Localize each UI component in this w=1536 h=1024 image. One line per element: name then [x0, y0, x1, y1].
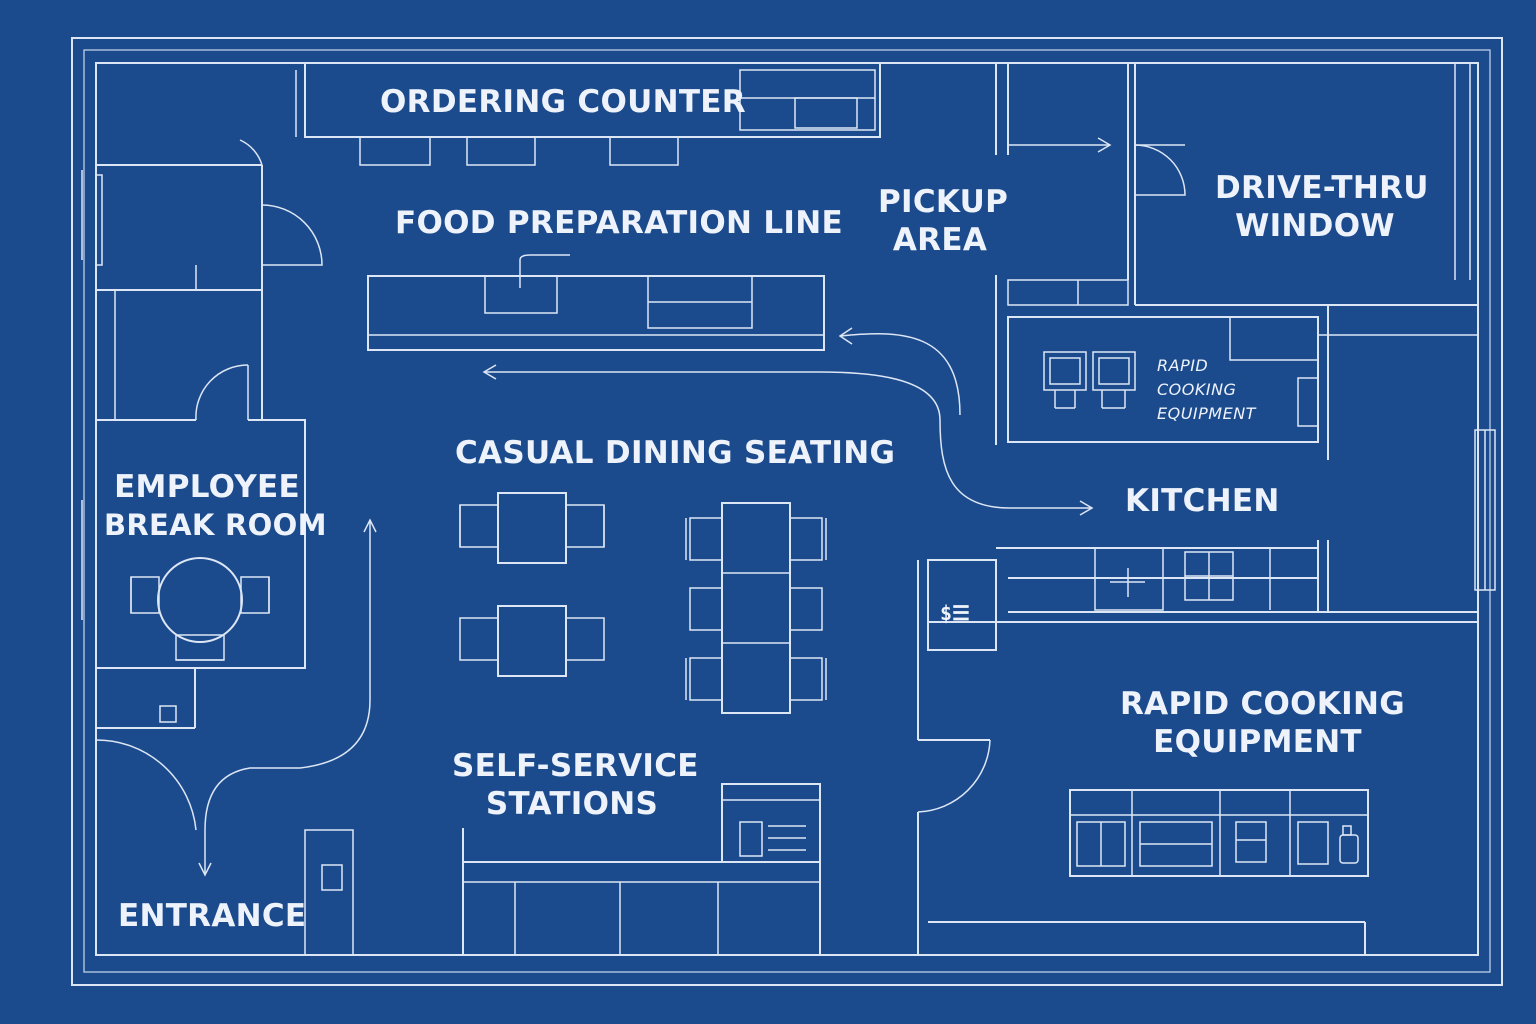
pickup-area-label: PICKUP AREA — [878, 183, 1009, 259]
rapid-small-line2: COOKING — [1157, 380, 1237, 399]
entrance-label: ENTRANCE — [118, 898, 307, 934]
self-service-stations-label: SELF-SERVICE STATIONS — [452, 747, 699, 823]
table-icon — [459, 492, 827, 714]
rapid-cooking-small-label: RAPID COOKING EQUIPMENT — [1157, 354, 1256, 426]
menu-sign-icon: $☰ — [940, 601, 970, 625]
kitchen-counter — [996, 540, 1478, 613]
drive-thru-line1: DRIVE-THRU — [1215, 170, 1429, 206]
break-room-line1: EMPLOYEE — [114, 469, 300, 505]
pickup-label-line2: AREA — [892, 222, 988, 258]
pickup-label-line1: PICKUP — [878, 184, 1009, 220]
self-service-line2: STATIONS — [485, 786, 659, 822]
kitchen-label: KITCHEN — [1125, 483, 1280, 519]
drive-thru-window-label: DRIVE-THRU WINDOW — [1215, 169, 1429, 245]
casual-dining-label: CASUAL DINING SEATING — [455, 435, 896, 471]
ordering-counter-label: ORDERING COUNTER — [380, 84, 746, 120]
break-room-line2: BREAK ROOM — [104, 508, 327, 542]
drive-thru-line2: WINDOW — [1235, 208, 1395, 244]
register-area — [917, 559, 1478, 955]
left-upper-rooms — [81, 139, 323, 669]
rapid-large-line2: EQUIPMENT — [1153, 724, 1362, 760]
pickup-drivethru-walls — [995, 63, 1478, 445]
rapid-cooking-large-label: RAPID COOKING EQUIPMENT — [1120, 685, 1405, 761]
flow-arrow-icon — [198, 137, 1112, 877]
rapid-small-line3: EQUIPMENT — [1157, 404, 1256, 423]
ordering-counter-outline — [295, 63, 881, 166]
outer-border — [71, 37, 1503, 986]
food-prep-line-label: FOOD PREPARATION LINE — [395, 205, 843, 241]
rapid-cooking-large-equipment — [928, 789, 1369, 955]
self-service-line1: SELF-SERVICE — [452, 748, 699, 784]
rapid-cooking-small-room — [1007, 305, 1496, 612]
self-service-counter — [462, 783, 821, 956]
employee-break-room-label: EMPLOYEE BREAK ROOM — [104, 468, 327, 544]
break-room-table — [130, 557, 270, 661]
entrance-area — [71, 668, 354, 956]
rapid-small-line1: RAPID — [1157, 356, 1209, 375]
rapid-large-line1: RAPID COOKING — [1120, 686, 1405, 722]
food-prep-counter — [367, 254, 825, 351]
